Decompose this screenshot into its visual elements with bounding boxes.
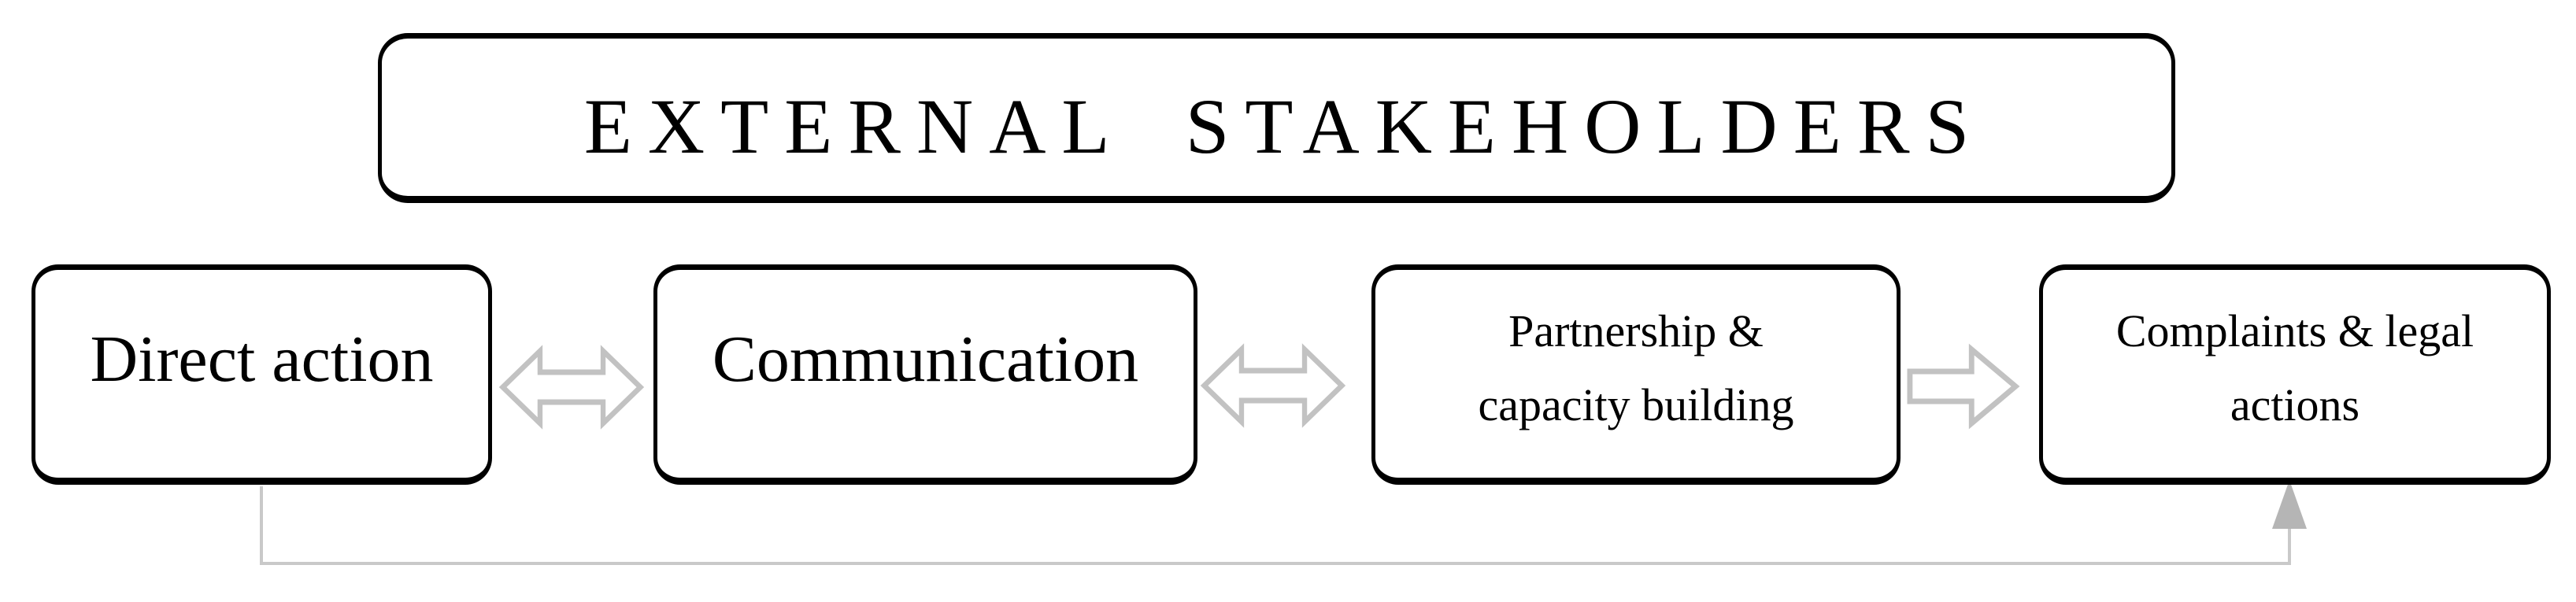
complaints-legal-actions-box: Complaints & legal actions — [2039, 264, 2551, 485]
left-right-arrow-icon — [498, 340, 645, 434]
direct-action-box: Direct action — [31, 264, 492, 485]
communication-box: Communication — [653, 264, 1197, 485]
direct-action-label: Direct action — [90, 322, 434, 396]
label-line: capacity building — [1478, 379, 1794, 430]
label-line: actions — [2230, 379, 2360, 430]
partnership-capacity-building-label: Partnership & capacity building — [1478, 294, 1793, 453]
right-arrow-icon — [1907, 343, 2020, 430]
partnership-capacity-building-box: Partnership & capacity building — [1371, 264, 1901, 485]
diagram-title: EXTERNAL STAKEHOLDERS — [583, 82, 1986, 170]
complaints-legal-actions-label: Complaints & legal actions — [2116, 294, 2474, 453]
left-right-arrow-icon — [1200, 338, 1346, 433]
label-line: Complaints & legal — [2115, 305, 2474, 357]
feedback-elbow-line — [260, 486, 2291, 565]
label-line: Partnership & — [1508, 305, 1764, 357]
communication-label: Communication — [712, 322, 1139, 396]
external-stakeholders-box: EXTERNAL STAKEHOLDERS — [378, 33, 2175, 203]
up-arrowhead-icon — [2272, 480, 2307, 529]
